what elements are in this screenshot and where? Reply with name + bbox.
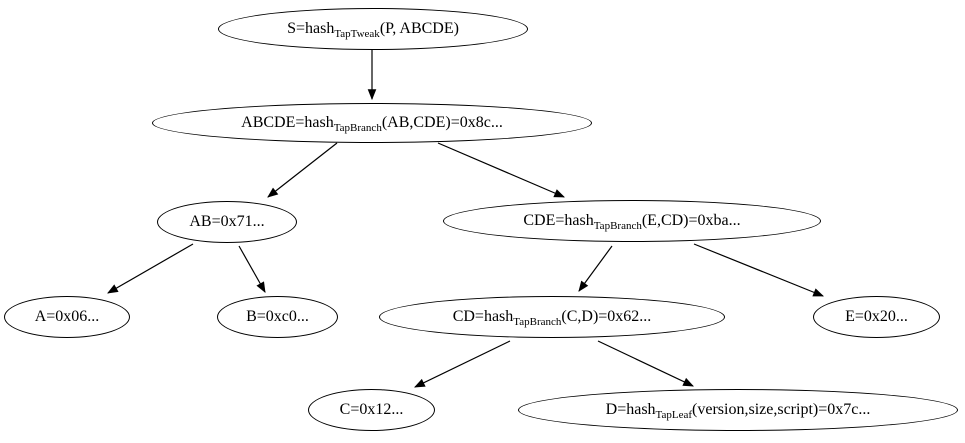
edge-cde-cd <box>578 245 613 292</box>
node-label-pre: B=0xc0... <box>246 308 309 325</box>
edge-cd-c <box>414 340 511 388</box>
node-c: C=0x12... <box>308 389 435 431</box>
node-label-post: (version,size,script)=0x7c... <box>692 401 871 418</box>
node-label-pre: C=0x12... <box>339 401 404 418</box>
edge-abcde-ab <box>267 142 338 198</box>
node-label-pre: A=0x06... <box>34 308 100 325</box>
edge-ab-b <box>238 245 266 293</box>
node-label-subscript: TapLeaf <box>655 408 693 421</box>
node-label-post: (P, ABCDE) <box>379 20 459 37</box>
node-label-post: (AB,CDE)=0x8c... <box>381 114 503 131</box>
edge-cde-e <box>693 243 825 297</box>
node-label-pre: S=hash <box>287 20 335 37</box>
node-label-pre: D=hash <box>605 401 656 418</box>
node-label-pre: ABCDE=hash <box>241 114 334 131</box>
node-a: A=0x06... <box>4 296 130 338</box>
node-ab: AB=0x71... <box>157 201 297 243</box>
node-label-pre: CDE=hash <box>523 212 594 229</box>
edge-abcde-cde <box>437 142 565 198</box>
node-label-pre: E=0x20... <box>845 308 908 325</box>
node-label-pre: AB=0x71... <box>189 213 265 230</box>
node-label-subscript: TapBranch <box>333 121 382 134</box>
edge-ab-a <box>107 243 194 294</box>
node-b: B=0xc0... <box>217 296 338 338</box>
node-label-post: (C,D)=0x62... <box>561 308 652 325</box>
node-label-post: (E,CD)=0xba... <box>641 212 741 229</box>
edge-cd-d <box>597 340 694 387</box>
node-label-subscript: TapBranch <box>513 315 562 328</box>
node-e: E=0x20... <box>813 296 940 338</box>
node-label-subscript: TapBranch <box>593 219 642 232</box>
node-label-subscript: TapTweak <box>334 27 380 40</box>
node-label-pre: CD=hash <box>452 308 514 325</box>
